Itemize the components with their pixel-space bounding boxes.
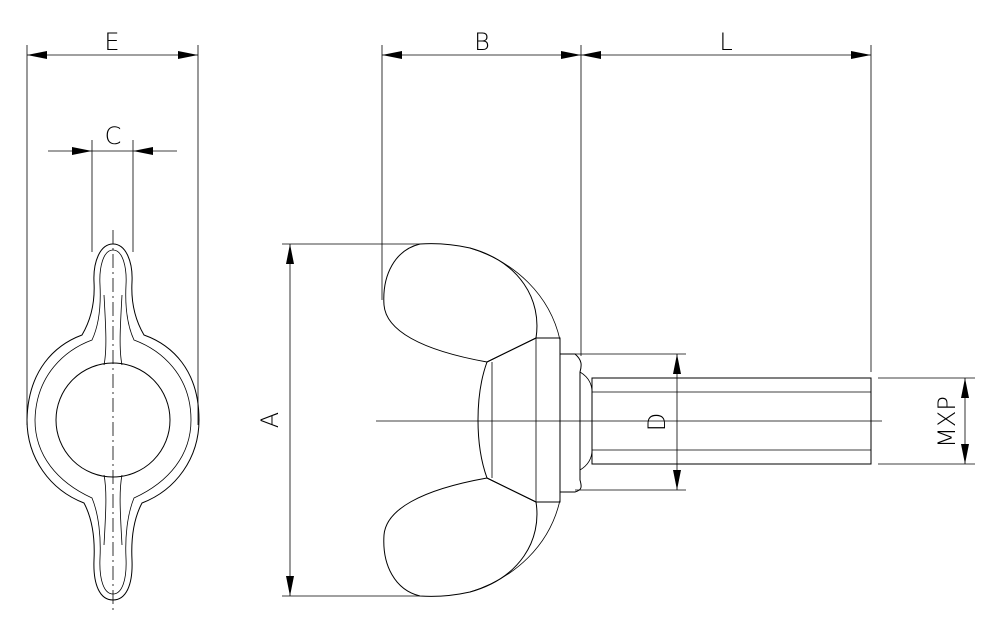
arrow-a-bottom (286, 576, 294, 596)
upper-wing-edge (469, 247, 561, 341)
arrow-l-left (581, 51, 601, 59)
hub-body (486, 337, 561, 503)
label-b: B (474, 28, 490, 56)
label-d: D (643, 413, 671, 431)
arrow-c-left (72, 147, 92, 155)
arrow-mxp-top (961, 378, 969, 398)
label-mxp: MXP (933, 396, 961, 448)
arrow-b-left (382, 51, 402, 59)
shoulder (560, 353, 582, 493)
arrow-b-right (561, 51, 581, 59)
arrow-a-top (286, 244, 294, 264)
wing-rib-bottom-left (103, 474, 107, 546)
lower-wing (383, 477, 538, 597)
label-e: E (104, 28, 119, 56)
wing-rib-top-left (103, 294, 107, 366)
label-c: C (105, 122, 122, 150)
end-view: E C (26, 28, 200, 610)
label-a: A (256, 412, 284, 428)
arrow-e-right (178, 51, 198, 59)
side-view: B L A (256, 28, 975, 597)
arrow-c-right (133, 147, 153, 155)
label-l: L (719, 28, 732, 56)
arrow-l-right (851, 51, 871, 59)
lower-wing-edge (469, 499, 561, 593)
wing-rib-bottom-right (119, 474, 123, 546)
arrow-d-bottom (673, 470, 681, 490)
arrow-d-top (673, 354, 681, 374)
arrow-e-left (27, 51, 47, 59)
upper-wing (383, 243, 538, 363)
hub-curved-face (477, 361, 488, 479)
arrow-mxp-bottom (961, 444, 969, 464)
wing-rib-top-right (119, 294, 123, 366)
